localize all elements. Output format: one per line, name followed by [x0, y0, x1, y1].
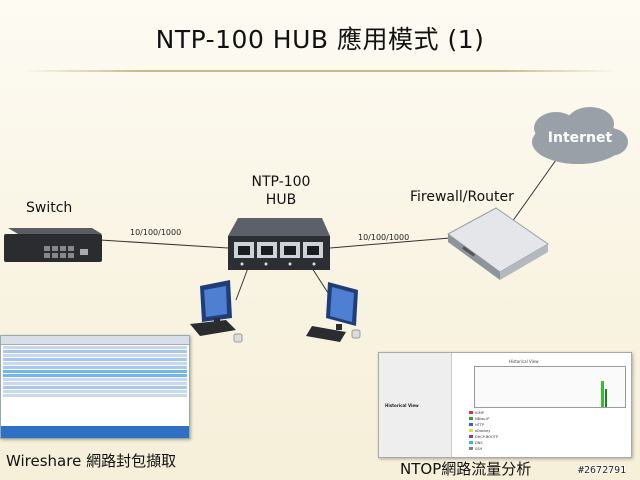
wire-hub-firewall: [329, 237, 451, 249]
wire-firewall-internet: [511, 159, 557, 223]
wireshark-screenshot: [0, 335, 190, 439]
ntop-legend-item: DHCP-BOOTP: [469, 435, 498, 439]
firewall-router-icon: [447, 207, 549, 280]
page-title: NTP-100 HUB 應用模式 (1): [155, 25, 485, 54]
ntop-chart-title: Historical View: [509, 359, 539, 364]
switch-icon: [4, 228, 102, 262]
switch-label: Switch: [26, 200, 73, 216]
pc-right-icon: [306, 282, 361, 342]
ntop-sidebar: Historical View: [379, 353, 452, 457]
ntop-caption: NTOP網路流量分析: [400, 460, 532, 478]
ntop-side-label: Historical View: [385, 403, 419, 408]
ntop-legend-swatch: [469, 417, 473, 420]
wire-hub-pc2: [311, 267, 331, 297]
title-divider: [22, 70, 618, 72]
wire-switch-hub: [99, 239, 229, 249]
ntop-legend-label: DNS: [475, 441, 483, 445]
ntop-legend-item: DNS: [469, 441, 483, 445]
ntop-legend-item: NBios-IP: [469, 417, 489, 421]
ntop-legend-label: SSH: [475, 447, 483, 451]
link-speed-right: 10/100/1000: [358, 233, 410, 242]
hub-label-line1: NTP-100: [251, 174, 311, 190]
ntop-legend-item: SSH: [469, 447, 482, 451]
ntop-legend-item: IGMP: [469, 411, 484, 415]
wireshark-caption: Wireshare 網路封包擷取: [6, 452, 177, 470]
ntop-legend-label: HTTP: [475, 423, 484, 427]
hub-icon: [228, 218, 330, 270]
wireshark-hex-pane: [1, 426, 189, 438]
internet-label: Internet: [547, 130, 613, 146]
firewall-label: Firewall/Router: [410, 189, 514, 205]
ntop-legend-swatch: [469, 447, 473, 450]
ntop-screenshot: Historical View Historical View IGMP NBio…: [378, 352, 632, 458]
wire-hub-pc1: [235, 267, 249, 301]
ntop-legend-swatch: [469, 429, 473, 432]
ntop-traffic-spike: [601, 381, 604, 407]
pc-left-icon: [190, 280, 243, 343]
ntop-legend-swatch: [469, 411, 473, 414]
ntop-legend-label: NBios-IP: [475, 417, 490, 421]
link-speed-left: 10/100/1000: [130, 228, 182, 237]
internet-cloud-icon: [532, 107, 628, 164]
ntop-legend-item: eDonkey: [469, 429, 490, 433]
ntop-legend-label: IGMP: [475, 411, 484, 415]
ntop-legend-item: HTTP: [469, 423, 484, 427]
wireshark-toolbar: [1, 336, 189, 345]
ntop-legend-label: eDonkey: [475, 429, 491, 433]
ntop-legend-swatch: [469, 435, 473, 438]
hub-label-line2: HUB: [265, 192, 297, 208]
ntop-legend-swatch: [469, 423, 473, 426]
watermark: #2672791: [578, 465, 627, 476]
ntop-traffic-plot: [474, 366, 626, 408]
ntop-legend-swatch: [469, 441, 473, 444]
ntop-legend-label: DHCP-BOOTP: [475, 435, 499, 439]
ntop-traffic-spike: [605, 389, 607, 407]
